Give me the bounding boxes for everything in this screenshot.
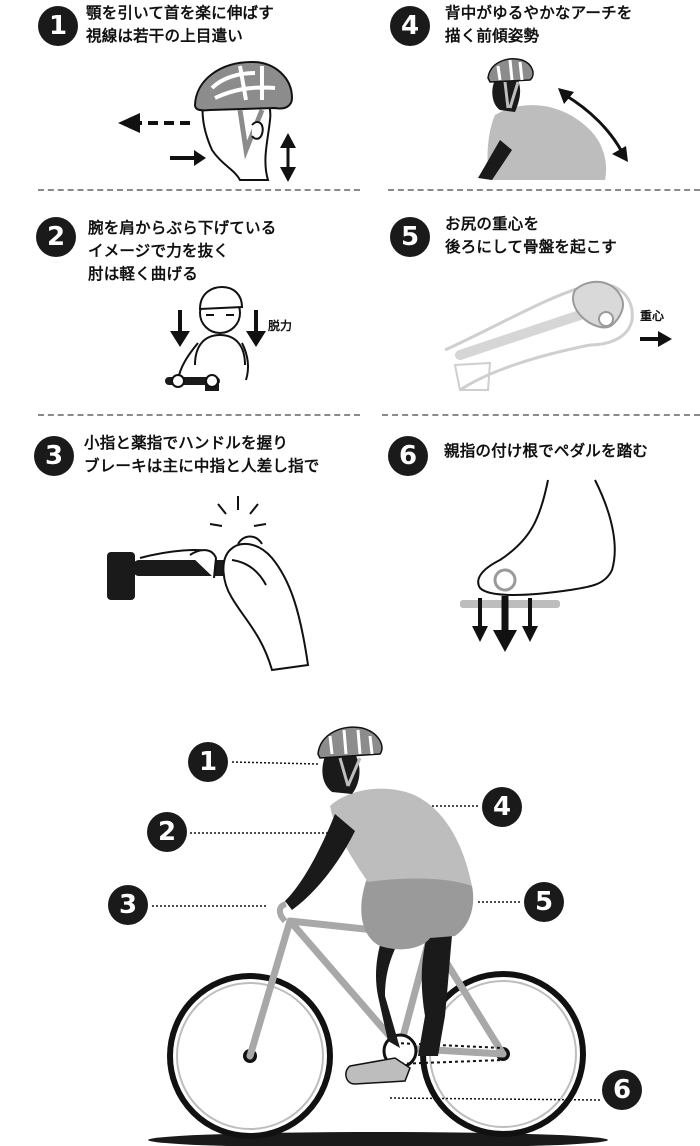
tip-3-line-1: 小指と薬指でハンドルを握り <box>84 434 289 452</box>
handlebar-grip-illustration <box>107 496 310 672</box>
tip-2-line-1: 腕を肩からぶら下げている <box>88 219 277 237</box>
callout-1: 1 <box>188 742 228 782</box>
relaxed-arms-illustration <box>165 285 266 391</box>
callout-leaders <box>152 761 601 1101</box>
tip-4-line-1: 背中がゆるやかなアーチを <box>445 4 633 22</box>
tip-3-line-2: ブレーキは主に中指と人差し指で <box>84 457 320 475</box>
center-of-gravity-label: 重心 <box>640 309 665 323</box>
cyclist-overview-illustration <box>148 726 608 1146</box>
tip-number-1: 1 <box>38 6 78 46</box>
tip-text-2: 腕を肩からぶら下げている イメージで力を抜く 肘は軽く曲げる <box>88 217 276 286</box>
tip-text-6: 親指の付け根でペダルを踏む <box>444 440 648 463</box>
tip-5-line-1: お尻の重心を <box>445 215 540 233</box>
callout-3: 3 <box>108 885 148 925</box>
tip-panel-3: 3 小指と薬指でハンドルを握り ブレーキは主に中指と人差し指で <box>0 420 380 690</box>
rear-wheel <box>167 973 333 1139</box>
rider-right-leg <box>418 926 452 1056</box>
tip-panel-5: 5 お尻の重心を 後ろにして骨盤を起こす 重心 <box>350 195 700 410</box>
tip-text-3: 小指と薬指でハンドルを握り ブレーキは主に中指と人差し指で <box>84 432 320 478</box>
tip-number-3: 3 <box>34 436 74 476</box>
tip-1-line-2: 視線は若干の上目遣い <box>86 27 244 45</box>
tip-4-line-2: 描く前傾姿勢 <box>445 27 540 45</box>
tip-number-2: 2 <box>36 217 76 257</box>
rider-arm <box>285 814 355 910</box>
tip-text-4: 背中がゆるやかなアーチを 描く前傾姿勢 <box>445 2 632 48</box>
tip-5-line-2: 後ろにして骨盤を起こす <box>445 238 617 256</box>
callout-5: 5 <box>524 882 564 922</box>
tip-number-5: 5 <box>390 217 430 257</box>
rider-helmet <box>317 726 383 759</box>
tip-number-6: 6 <box>388 436 428 476</box>
tip-panel-2: 2 腕を肩からぶら下げている イメージで力を抜く 肘は軽く曲げる 脱力 <box>0 195 350 410</box>
separator-2-left <box>38 414 360 416</box>
tip-panel-6: 6 親指の付け根でペダルを踏む <box>380 420 700 690</box>
tip-text-1: 顎を引いて首を楽に伸ばす 視線は若干の上目遣い <box>86 2 274 48</box>
callout-4: 4 <box>482 787 522 827</box>
tip-text-5: お尻の重心を 後ろにして骨盤を起こす <box>445 213 617 259</box>
separator-2-right <box>382 414 700 416</box>
shoe <box>345 1057 411 1085</box>
tip-1-line-1: 顎を引いて首を楽に伸ばす <box>86 4 274 22</box>
tip-number-4: 4 <box>390 6 430 46</box>
pelvis-illustration <box>444 280 672 392</box>
callout-2: 2 <box>147 812 187 852</box>
separator-1-left <box>38 189 360 191</box>
tip-2-line-3: 肘は軽く曲げる <box>88 265 198 283</box>
callout-6: 6 <box>602 1070 642 1110</box>
separator-1-right <box>388 189 700 191</box>
tip-panel-4: 4 背中がゆるやかなアーチを 描く前傾姿勢 <box>350 0 700 185</box>
tip-6-line-1: 親指の付け根でペダルを踏む <box>444 442 649 460</box>
tip-2-line-2: イメージで力を抜く <box>88 242 229 260</box>
foot-pedal-illustration <box>460 479 616 652</box>
tip-panel-1: 1 顎を引いて首を楽に伸ばす 視線は若干の上目遣い <box>0 0 350 185</box>
rider-shorts <box>361 871 474 950</box>
back-arch-illustration <box>478 58 628 180</box>
rider-shirt <box>330 788 472 886</box>
relax-label: 脱力 <box>268 319 293 333</box>
head-profile-illustration <box>118 60 296 182</box>
